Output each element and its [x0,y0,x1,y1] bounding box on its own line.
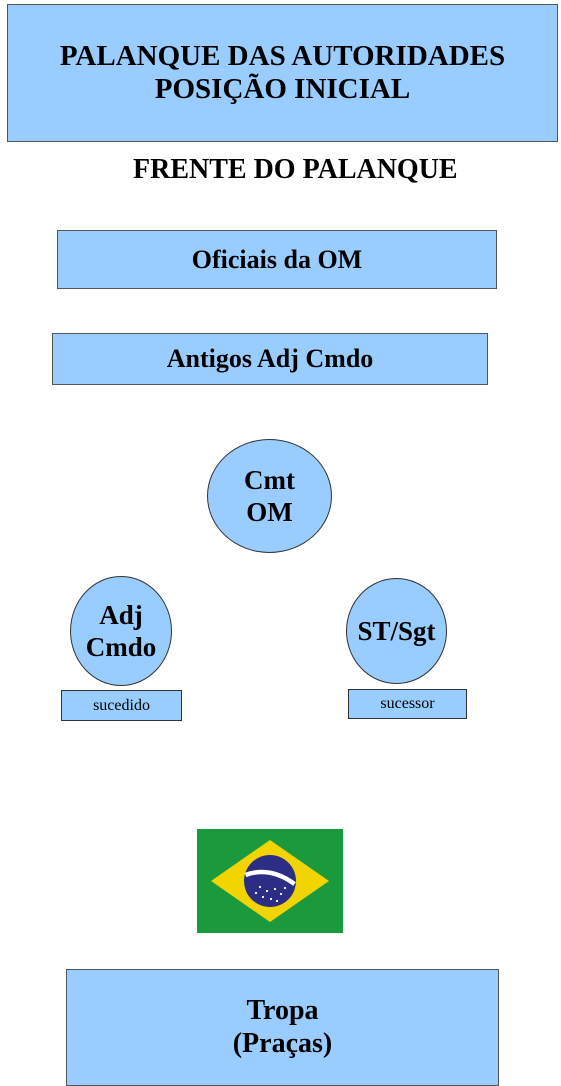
st-sgt-circle: ST/Sgt [346,578,447,684]
troop-line-1: Tropa [246,995,319,1027]
officers-box: Oficiais da OM [57,230,497,289]
adj-line-2: Cmdo [85,632,157,662]
title-box: PALANQUE DAS AUTORIDADES POSIÇÃO INICIAL [7,4,558,142]
stsgt-label: ST/Sgt [357,615,436,646]
title-line-1: PALANQUE DAS AUTORIDADES [59,39,506,72]
former-adj-label: Antigos Adj Cmdo [166,344,374,374]
adj-cmdo-circle: Adj Cmdo [70,576,172,686]
cmt-line-1: Cmt [244,464,295,495]
cmt-line-2: OM [246,497,293,527]
flag-blue-globe [244,855,296,907]
officers-label: Oficiais da OM [191,244,363,274]
sucedido-tag: sucedido [61,690,182,721]
troop-line-2: (Praças) [232,1027,333,1059]
troop-box: Tropa (Praças) [66,969,499,1086]
cmt-om-circle: Cmt OM [207,439,332,553]
former-adj-box: Antigos Adj Cmdo [52,333,488,385]
front-heading: FRENTE DO PALANQUE [133,154,458,185]
sucessor-tag: sucessor [348,689,467,719]
title-line-2: POSIÇÃO INICIAL [154,73,411,105]
adj-line-1: Adj [99,599,143,630]
flag-stars [254,870,287,903]
brazil-flag-icon [197,829,343,933]
